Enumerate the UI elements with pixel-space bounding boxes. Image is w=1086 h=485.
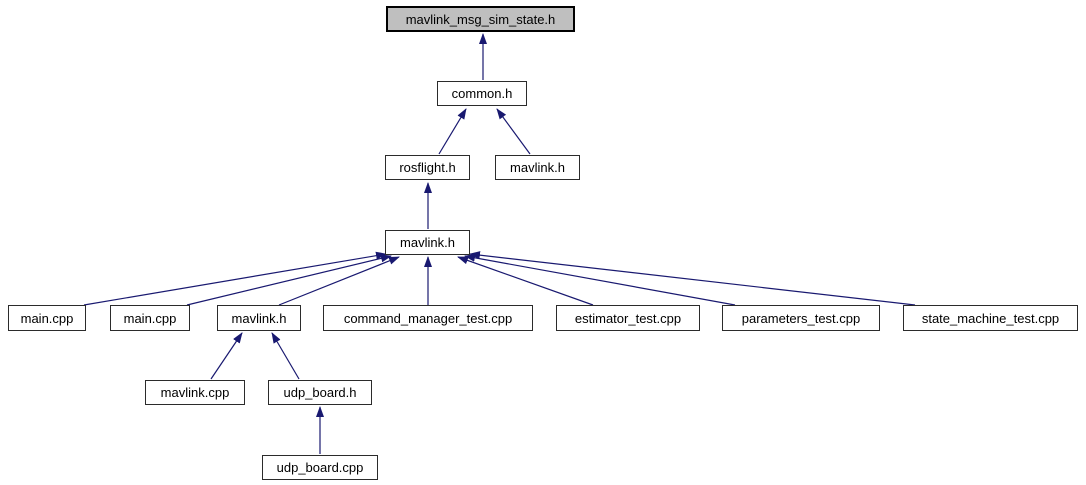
node-udp-board-h[interactable]: udp_board.h: [268, 380, 372, 405]
edge-state-machine-to-mavlink-h2: [469, 251, 916, 306]
node-command-manager-test-cpp[interactable]: command_manager_test.cpp: [323, 305, 533, 331]
edge-rosflight-to-common: [438, 108, 467, 155]
node-parameters-test-cpp[interactable]: parameters_test.cpp: [722, 305, 880, 331]
edge-udp-board-h-to-mavlink-h3: [271, 332, 300, 380]
edge-parameters-to-mavlink-h2: [464, 253, 736, 306]
edge-mavlink-cpp-to-mavlink-h3: [210, 332, 243, 380]
node-state-machine-test-cpp[interactable]: state_machine_test.cpp: [903, 305, 1078, 331]
node-rosflight-h[interactable]: rosflight.h: [385, 155, 470, 180]
edge-main1-to-mavlink-h2: [83, 251, 387, 306]
node-common-h[interactable]: common.h: [437, 81, 527, 106]
node-main-cpp-2[interactable]: main.cpp: [110, 305, 190, 331]
edge-mavlink-h3-to-mavlink-h2: [278, 256, 400, 306]
node-main-cpp-1[interactable]: main.cpp: [8, 305, 86, 331]
node-mavlink-h-lower[interactable]: mavlink.h: [217, 305, 301, 331]
edge-main2-to-mavlink-h2: [186, 254, 392, 306]
edge-mavlink-h1-to-common: [496, 108, 531, 155]
node-mavlink-h-middle[interactable]: mavlink.h: [385, 230, 470, 255]
node-mavlink-cpp[interactable]: mavlink.cpp: [145, 380, 245, 405]
node-udp-board-cpp[interactable]: udp_board.cpp: [262, 455, 378, 480]
node-estimator-test-cpp[interactable]: estimator_test.cpp: [556, 305, 700, 331]
node-mavlink-h-upper[interactable]: mavlink.h: [495, 155, 580, 180]
edge-estimator-to-mavlink-h2: [457, 256, 594, 306]
node-mavlink-msg-sim-state-h[interactable]: mavlink_msg_sim_state.h: [386, 6, 575, 32]
